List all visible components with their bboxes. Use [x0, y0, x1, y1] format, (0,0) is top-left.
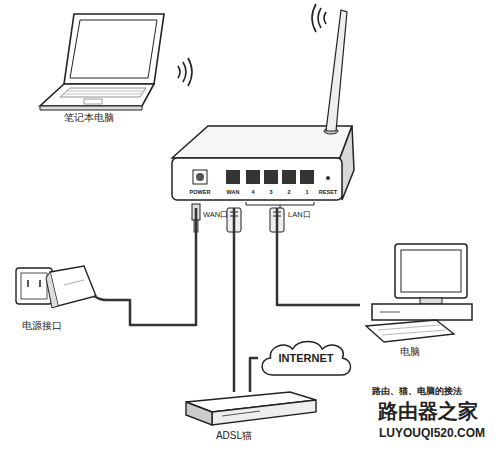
- device-label: 笔记本电脑: [64, 112, 114, 124]
- port-label: WAN: [227, 189, 240, 195]
- caption-text: 路由、猫、电脑的接法: [372, 386, 462, 396]
- cable: [250, 358, 258, 392]
- router-box: POWER WAN 4 3 2 1 RESET: [170, 118, 355, 208]
- port-label: WAN口: [203, 211, 228, 220]
- port-label: POWER: [190, 189, 211, 195]
- port-label: 3: [269, 189, 272, 195]
- cable: [234, 208, 235, 392]
- internet-cloud: INTERNET: [258, 338, 354, 378]
- port-label: RESET: [319, 189, 337, 195]
- cloud-label: INTERNET: [279, 352, 334, 365]
- cable-line: [105, 208, 196, 325]
- device-label: 电脑: [400, 346, 420, 358]
- cable-line: [250, 358, 258, 392]
- cable-line: [233, 208, 236, 392]
- laptop-icon: 笔记本电脑: [35, 10, 170, 128]
- power-adapter: 电源接口: [10, 260, 105, 336]
- desktop-pc: 电脑: [360, 238, 475, 360]
- device-label: ADSL猫: [216, 430, 252, 442]
- port-label: LAN口: [288, 211, 311, 220]
- watermark-url: LUYOUQI520.COM: [379, 427, 485, 441]
- device-label: 电源接口: [22, 320, 62, 332]
- port-label: 4: [251, 189, 254, 195]
- port-label: 1: [305, 189, 308, 195]
- adsl-modem: ADSL猫: [182, 392, 318, 450]
- cable-line: [277, 208, 360, 305]
- port-label: 2: [287, 189, 290, 195]
- cable: [105, 208, 196, 325]
- watermark: 路由器之家: [378, 400, 478, 423]
- cable: [277, 208, 360, 305]
